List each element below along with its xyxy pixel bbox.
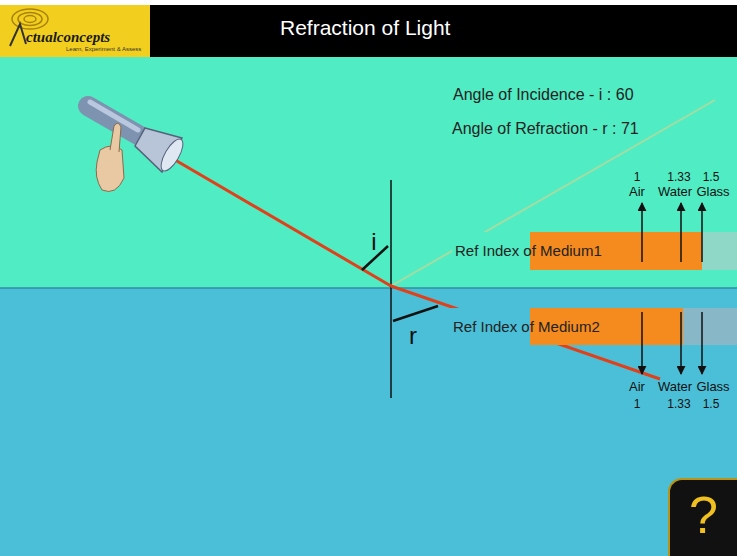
medium-name: Water [658, 185, 692, 200]
angle-readout: Angle of Refraction - r : 71 [452, 120, 639, 138]
node-text: ? [670, 486, 737, 546]
refractive-index-slider: Ref Index of Medium2 [450, 308, 737, 345]
medium-name: Glass [696, 380, 729, 395]
angle-symbol: i [371, 228, 376, 256]
logo-box: ctualconceptsLearn, Experiment & Assess [0, 5, 154, 57]
index-value: 1.5 [703, 398, 720, 412]
angle-symbol: r [409, 322, 417, 350]
node-subtext: Learn, Experiment & Assess [66, 46, 154, 53]
medium-name: Water [658, 380, 692, 395]
medium-name: Air [629, 185, 645, 200]
index-value: 1 [634, 171, 641, 185]
angle-readout: Angle of Incidence - i : 60 [453, 86, 634, 104]
medium-name: Glass [696, 185, 729, 200]
help-button: ? [668, 478, 737, 556]
index-value: 1.33 [667, 171, 690, 185]
node-text: ctualconcepts [26, 29, 154, 46]
node-text: Ref Index of Medium2 [453, 318, 737, 335]
refractive-index-slider: Ref Index of Medium1 [452, 232, 737, 270]
page-title: Refraction of Light [280, 16, 450, 40]
node-text: Ref Index of Medium1 [455, 242, 737, 259]
index-value: 1.33 [667, 398, 690, 412]
index-value: 1.5 [703, 171, 720, 185]
index-value: 1 [634, 398, 641, 412]
medium-name: Air [629, 380, 645, 395]
